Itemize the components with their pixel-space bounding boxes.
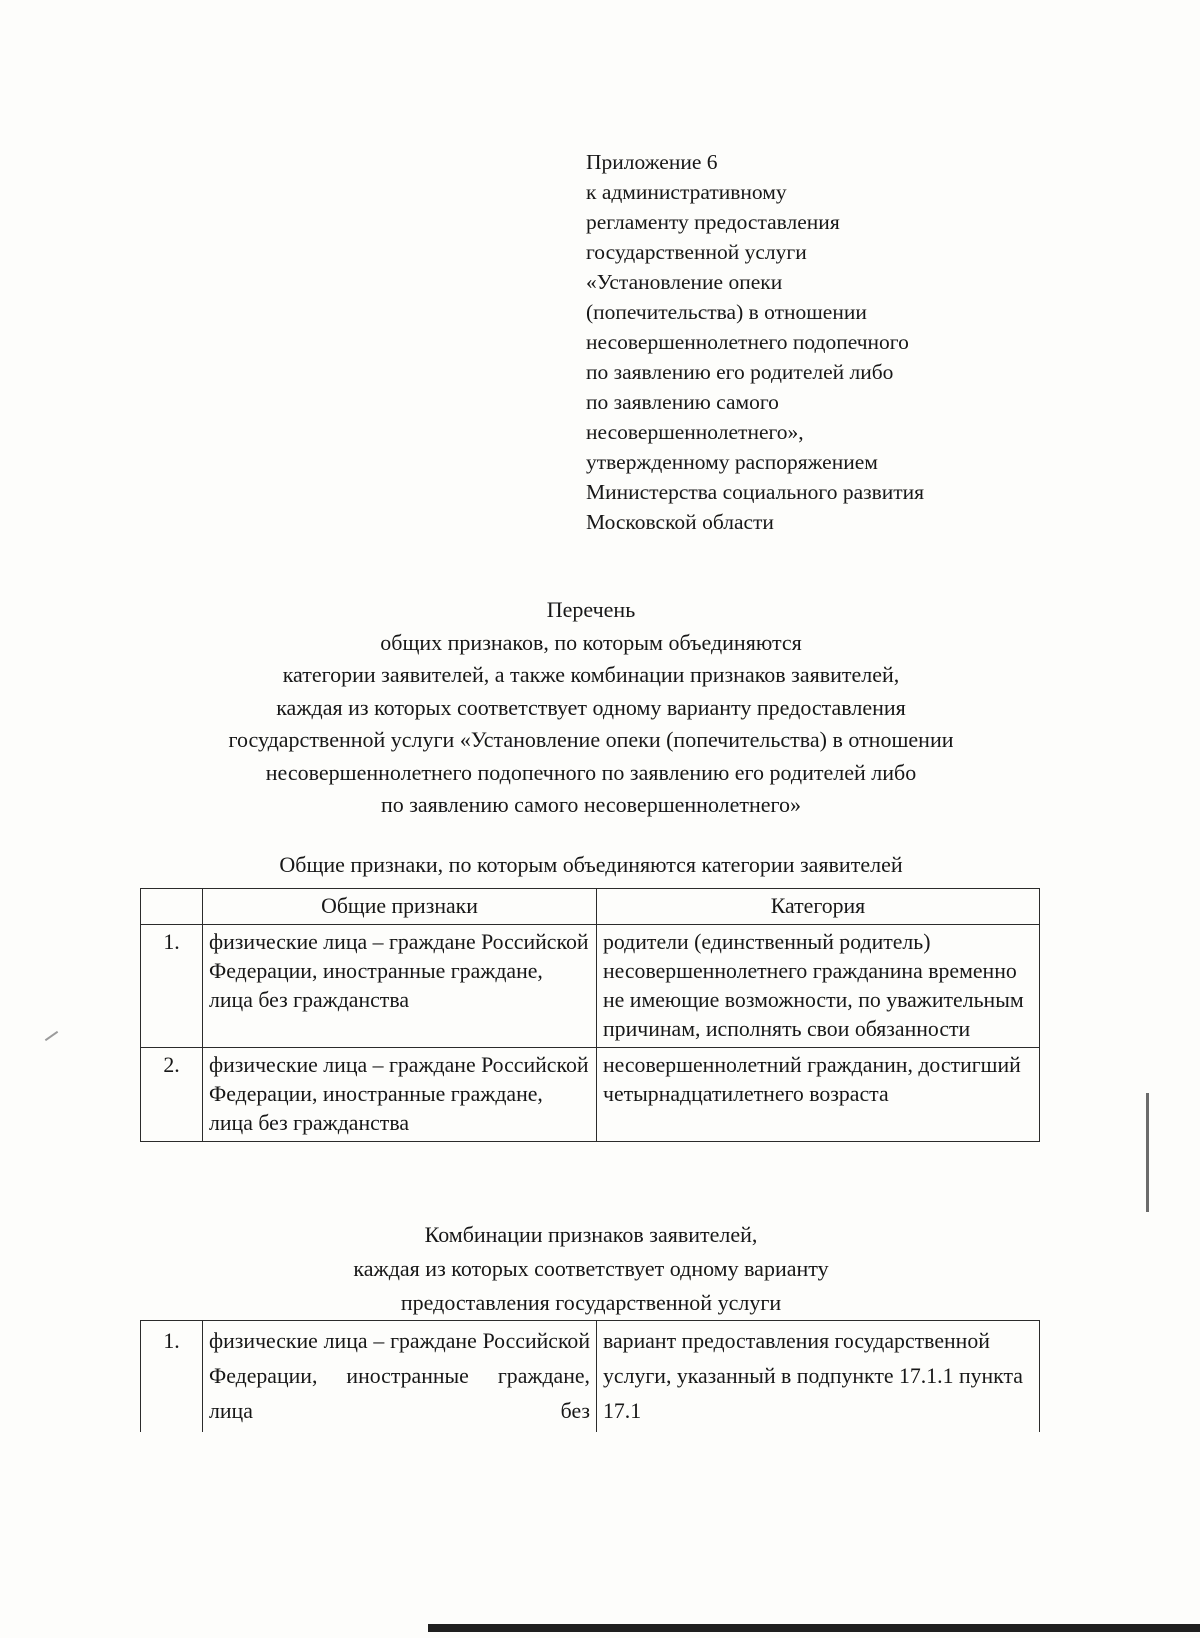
header-line: к административному bbox=[586, 180, 787, 204]
header-line: регламенту предоставления bbox=[586, 210, 840, 234]
row-number: 2. bbox=[140, 1047, 203, 1142]
header-line: Московской области bbox=[586, 510, 774, 534]
title-line: общих признаков, по которым объединяются bbox=[380, 629, 802, 655]
title-line: государственной услуги «Установление опе… bbox=[228, 727, 954, 752]
table-row: 1. физические лица – граждане Российской… bbox=[140, 924, 1040, 1048]
header-line: Приложение 6 bbox=[586, 150, 718, 174]
row-features-cell: физические лица – граждане Российской Фе… bbox=[202, 924, 597, 1048]
row-features-cell: физические лица – граждане Российской Фе… bbox=[202, 1320, 597, 1432]
scan-artifact-bottom-bar bbox=[428, 1624, 1200, 1632]
table1-header-empty bbox=[140, 888, 203, 925]
row-category-cell: родители (единственный родитель) несовер… bbox=[596, 924, 1040, 1048]
common-features-table: Общие признаки Категория 1. физические л… bbox=[140, 888, 1040, 1142]
row-category-cell: несовершеннолетний гражданин, достигший … bbox=[596, 1047, 1040, 1142]
scan-artifact-right-line bbox=[1146, 1093, 1149, 1212]
header-line: утвержденному распоряжением bbox=[586, 450, 878, 474]
header-line: несовершеннолетнего подопечного bbox=[586, 330, 909, 354]
section2-title-line: предоставления государственной услуги bbox=[400, 1290, 782, 1315]
header-line: «Установление опеки bbox=[586, 270, 783, 294]
header-line: (попечительства) в отношении bbox=[586, 300, 867, 324]
row-features-cell: физические лица – граждане Российской Фе… bbox=[202, 1047, 597, 1142]
header-line: государственной услуги bbox=[586, 240, 807, 264]
title-line: Перечень bbox=[546, 597, 636, 622]
row-number: 1. bbox=[140, 924, 203, 1048]
table-row: 2. физические лица – граждане Российской… bbox=[140, 1047, 1040, 1142]
table1-header-row: Общие признаки Категория bbox=[140, 888, 1040, 925]
title-line: несовершеннолетнего подопечного по заявл… bbox=[265, 759, 917, 785]
table1-caption: Общие признаки, по которым объединяются … bbox=[279, 852, 903, 877]
table1-header-category: Категория bbox=[596, 888, 1040, 925]
appendix-header-block: Приложение 6 к административному регламе… bbox=[586, 147, 924, 537]
title-line: каждая из которых соответствует одному в… bbox=[276, 694, 906, 720]
title-line: по заявлению самого несовершеннолетнего» bbox=[380, 792, 802, 817]
table1-header-features: Общие признаки bbox=[202, 888, 597, 925]
header-line: по заявлению его родителей либо bbox=[586, 360, 894, 384]
row-number: 1. bbox=[140, 1320, 203, 1432]
section2-title-line: каждая из которых соответствует одному в… bbox=[353, 1256, 829, 1281]
table-row: 1. физические лица – граждане Российской… bbox=[140, 1320, 1040, 1432]
document-title: Перечень общих признаков, по которым объ… bbox=[16, 594, 1166, 822]
header-line: Министерства социального развития bbox=[586, 480, 925, 504]
section2-title-line: Комбинации признаков заявителей, bbox=[424, 1222, 758, 1247]
header-line: несовершеннолетнего», bbox=[586, 420, 804, 444]
combinations-table: 1. физические лица – граждане Российской… bbox=[140, 1320, 1040, 1432]
header-line: по заявлению самого bbox=[586, 390, 779, 414]
row-variant-cell: вариант предоставления государственной у… bbox=[596, 1320, 1040, 1432]
combinations-section-title: Комбинации признаков заявителей, каждая … bbox=[16, 1218, 1166, 1320]
scan-artifact-left-mark bbox=[44, 1030, 59, 1042]
title-line: категории заявителей, а также комбинации… bbox=[282, 662, 900, 687]
